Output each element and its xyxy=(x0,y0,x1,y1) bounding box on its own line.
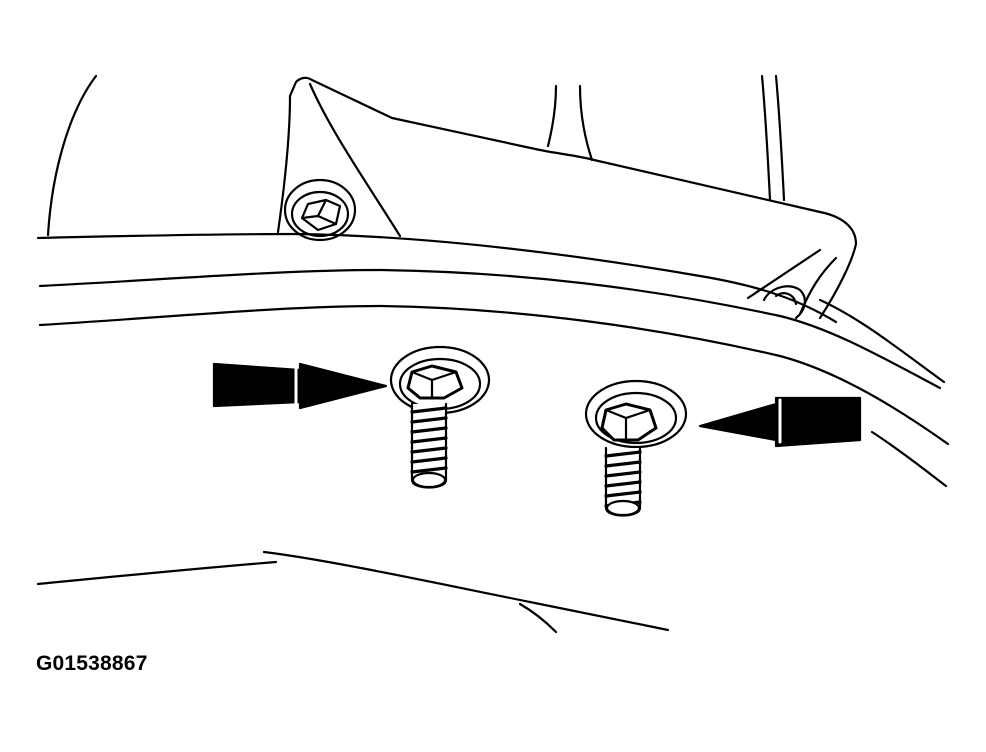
housing-outline xyxy=(36,74,950,488)
arrow-left-pointer-icon xyxy=(212,362,388,410)
mounting-bracket xyxy=(276,74,858,320)
lower-outline xyxy=(36,550,670,634)
arrow-right-pointer-icon xyxy=(698,396,862,448)
bolt-left xyxy=(389,345,491,489)
bracket-bolt-left xyxy=(283,178,357,242)
figure-id: G01538867 xyxy=(36,652,148,675)
bracket-bolt-right xyxy=(762,285,806,320)
bolt-right xyxy=(584,379,688,517)
